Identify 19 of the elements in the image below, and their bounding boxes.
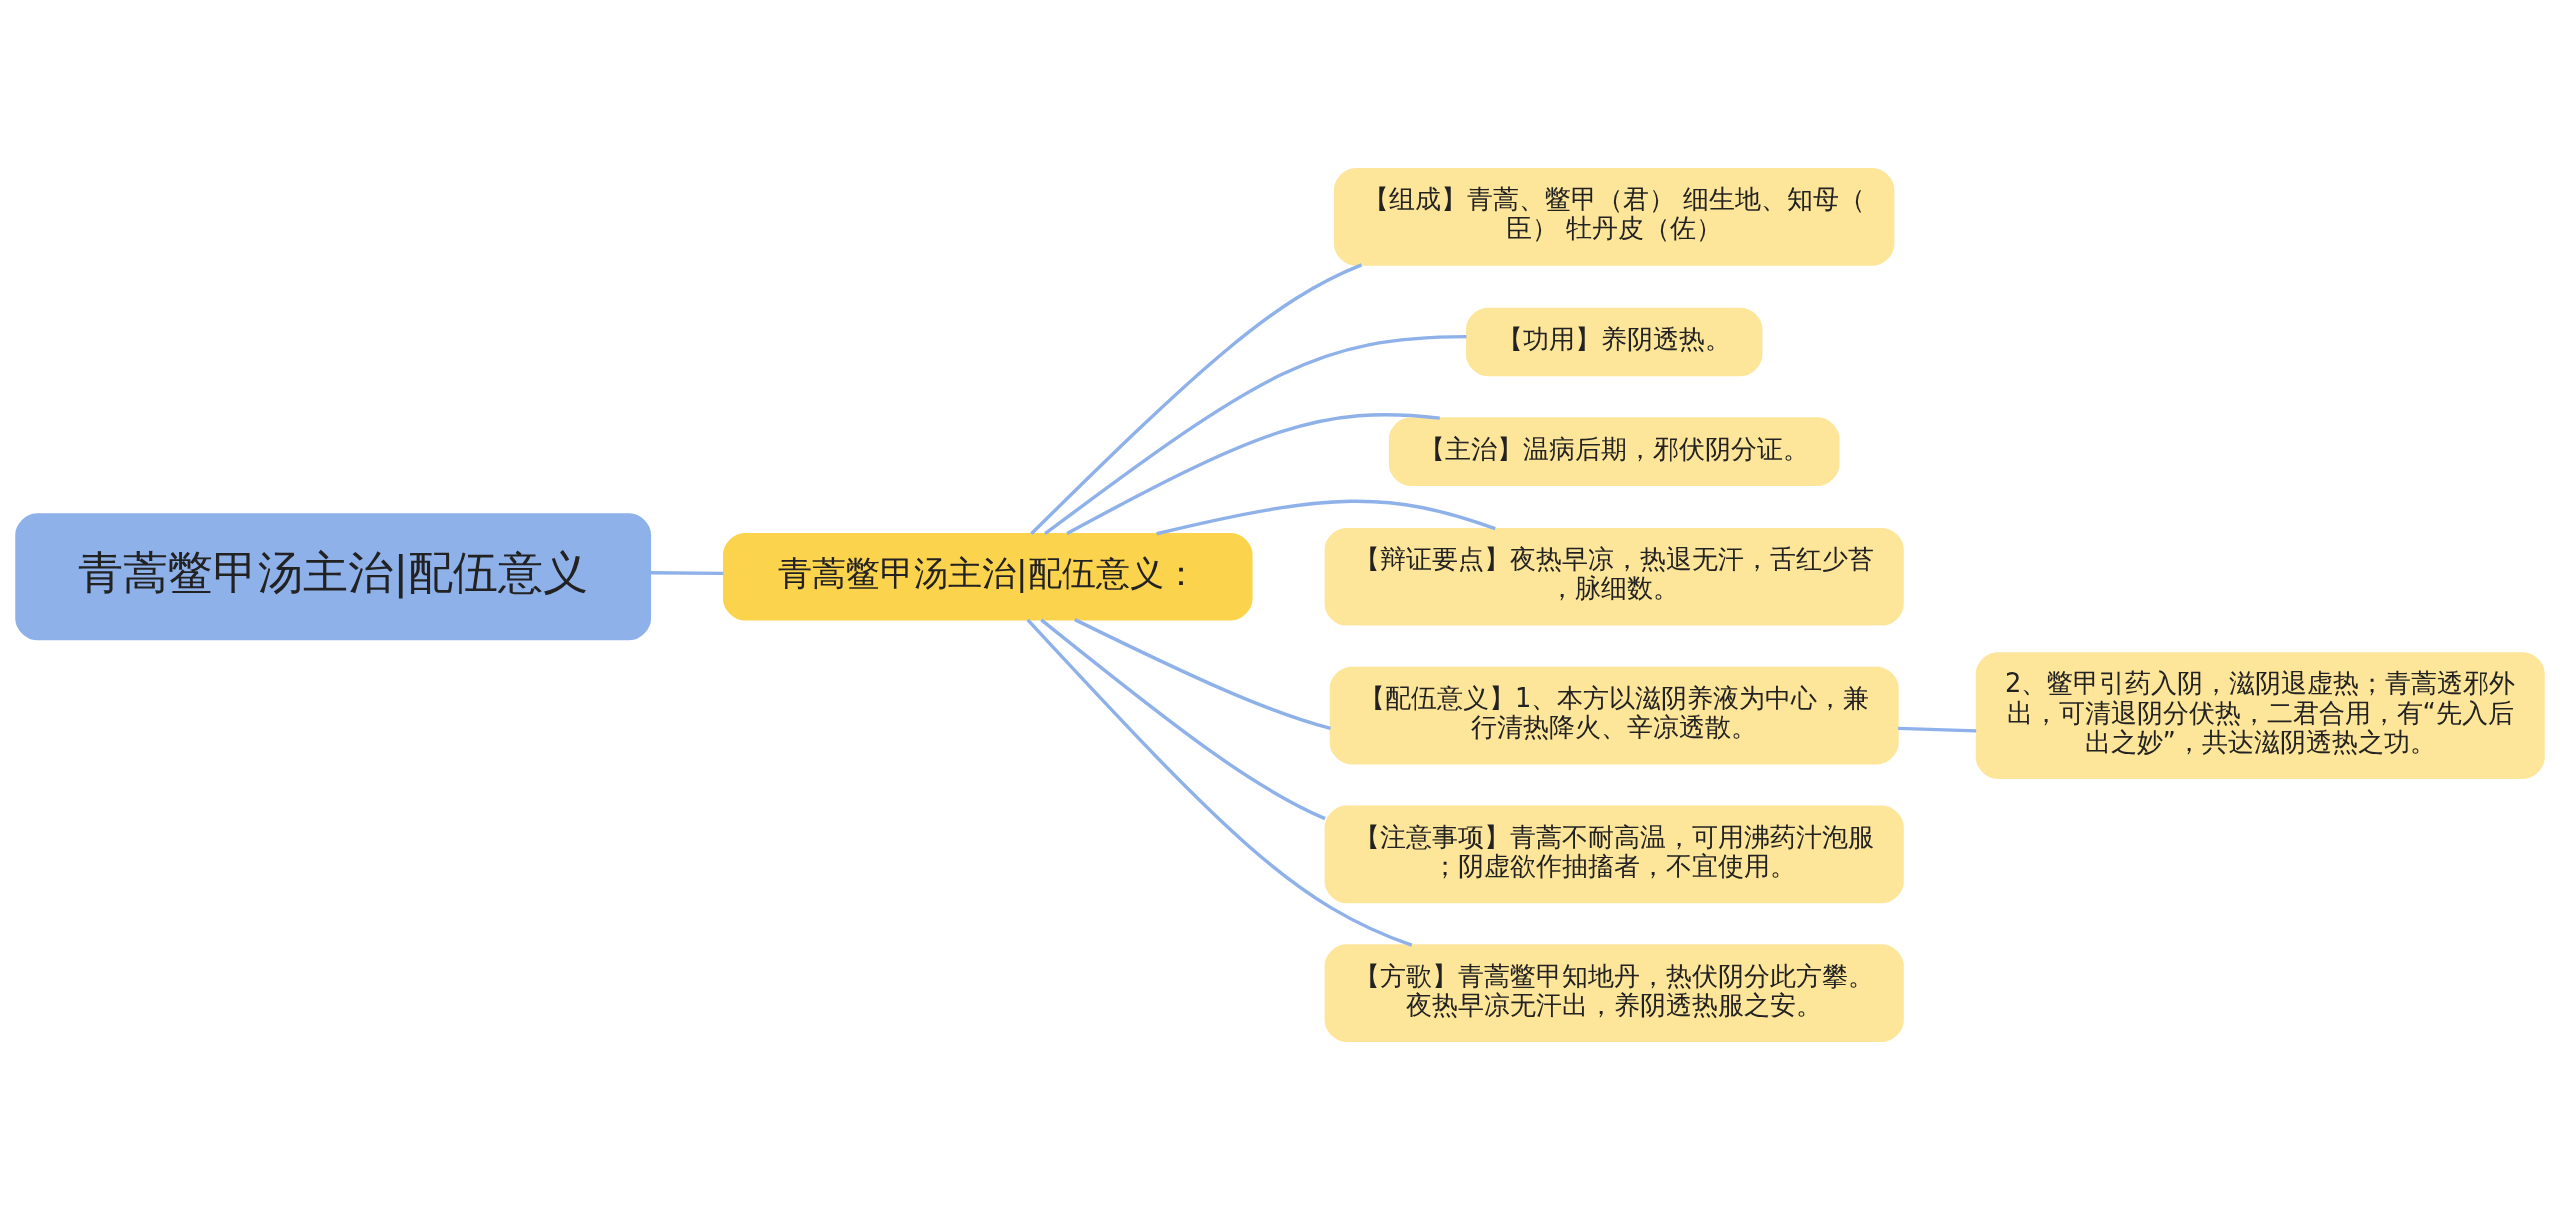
connector [1044, 334, 1467, 536]
node-box: 青蒿鳖甲汤主治|配伍意义： [723, 533, 1253, 621]
connector [1040, 618, 1326, 821]
connector [1156, 499, 1496, 536]
node-box: 【配伍意义】1、本方以滋阴养液为中心，兼行清热降火、辛凉透散。 [1329, 666, 1899, 765]
connector [1030, 263, 1363, 535]
connector [650, 570, 724, 576]
connector [1898, 726, 1977, 733]
connector [1074, 618, 1331, 731]
node-box: 【辩证要点】夜热早凉，热退无汗，舌红少苔，脉细数。 [1324, 527, 1904, 626]
connector [1026, 618, 1413, 947]
node-box: 【方歌】青蒿鳖甲知地丹，热伏阴分此方攀。夜热早凉无汗出，养阴透热服之安。 [1324, 944, 1904, 1042]
node-box: 2、鳖甲引药入阴，滋阴退虚热；青蒿透邪外出，可清退阴分伏热，二君合用，有“先入后出之妙”，共达滋阴透热之功。 [1975, 652, 2545, 779]
connector [1066, 412, 1440, 535]
node-box: 青蒿鳖甲汤主治|配伍意义 [15, 513, 652, 641]
node-box: 【功用】养阴透热。 [1465, 307, 1763, 377]
node-box: 【组成】青蒿、鳖甲（君） 细生地、知母（臣） 牡丹皮（佐） [1334, 168, 1895, 266]
node-box: 【主治】温病后期，邪伏阴分证。 [1388, 417, 1840, 486]
node-box: 【注意事项】青蒿不耐高温，可用沸药汁泡服；阴虚欲作抽搐者，不宜使用。 [1324, 805, 1904, 904]
